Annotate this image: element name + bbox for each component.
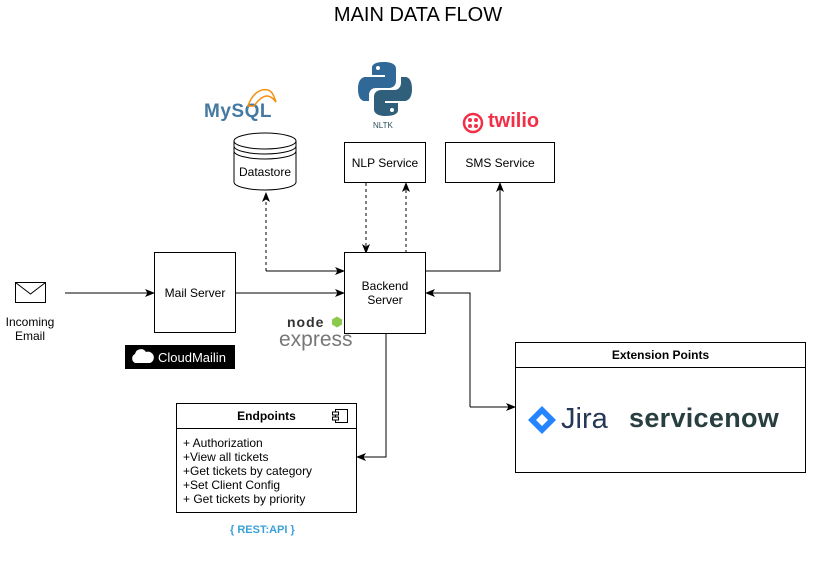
backend-server-label: Backend Server [361,279,409,307]
mail-server-label: Mail Server [164,285,226,300]
endpoint-item: +View all tickets [183,450,269,464]
edge-backend-to-sms [426,182,504,272]
sms-service-label: SMS Service [465,155,535,170]
diagram-title: MAIN DATA FLOW [333,4,503,26]
datastore-cylinder [233,132,297,191]
nlp-service-node: NLP Service [344,142,426,183]
mail-server-node: Mail Server [154,252,236,333]
endpoint-item: +Set Client Config [183,478,281,492]
servicenow-logo-text: servicenow [629,403,780,433]
twilio-icon [462,112,484,134]
node-hexagon-icon [332,316,342,328]
edge-backend-datastore [262,192,344,272]
mysql-dolphin-icon [246,88,277,107]
datastore-label: Datastore [238,165,292,179]
endpoint-item: +Get tickets by category [183,464,313,478]
endpoint-item: + Get tickets by priority [183,492,306,506]
sms-service-node: SMS Service [445,142,555,183]
rest-api-logo-text: { REST:API } [230,524,295,536]
mail-envelope-icon [15,282,46,303]
incoming-email-label: Incoming Email [5,315,55,343]
extension-points-panel: Extension Points [515,342,806,473]
endpoints-panel: Endpoints + Authorization +View all tick… [176,403,357,513]
endpoints-title: Endpoints [177,404,356,429]
express-logo-text: express [279,328,353,351]
jira-logo-text: Jira [561,403,608,435]
node-logo-text: node [287,314,325,330]
component-icon [332,409,348,423]
cloudmailin-text: CloudMailin [158,349,226,365]
nltk-logo-text: NLTK [373,121,393,130]
endpoint-item: + Authorization [183,436,263,450]
endpoints-list: + Authorization +View all tickets +Get t… [183,436,312,506]
python-nltk-icon [358,62,412,116]
twilio-logo-text: twilio [488,110,540,132]
cloudmailin-logo: CloudMailin [125,345,235,369]
edge-extension-to-backend [425,289,471,407]
extension-points-title: Extension Points [516,343,805,368]
cloud-icon [132,349,154,363]
nlp-service-label: NLP Service [351,155,419,170]
backend-server-node: Backend Server [344,252,426,334]
edge-backend-to-endpoints [356,334,387,461]
jira-icon [528,406,556,434]
